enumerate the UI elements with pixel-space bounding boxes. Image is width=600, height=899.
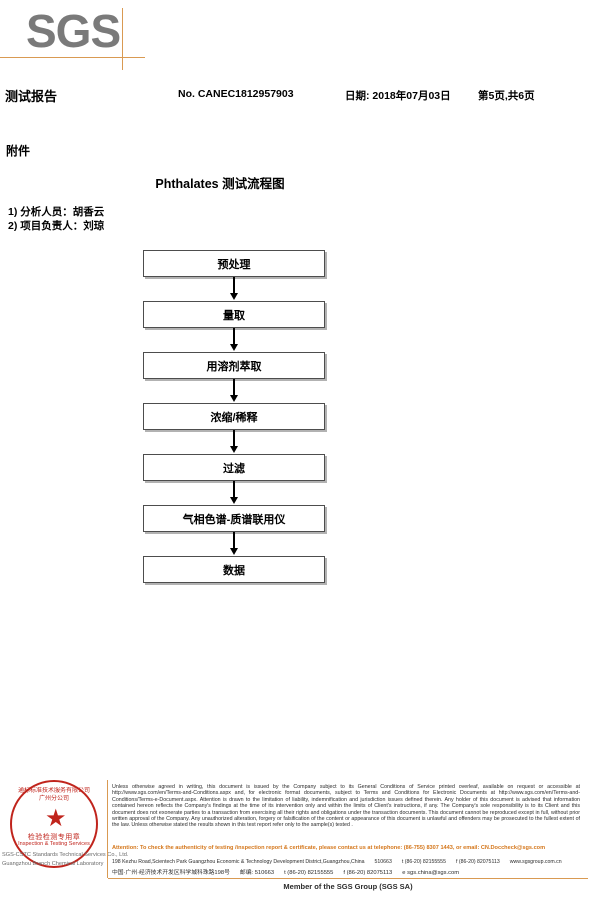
stamp-ring xyxy=(10,780,98,868)
flow-arrow-3 xyxy=(143,379,325,403)
telephone-en: t (86-20) 82155555 xyxy=(401,859,446,865)
address-en: 198 Kezhu Road,Scientech Park Guangzhou … xyxy=(112,859,365,865)
flow-step-gcms: 气相色谱-质谱联用仪 xyxy=(143,505,325,532)
email-cn: e sgs.china@sgs.com xyxy=(402,870,460,876)
address-cn: 中国·广州·经济技术开发区科学城科珠路198号 xyxy=(112,870,230,876)
address-en-row: 198 Kezhu Road,Scientech Park Guangzhou … xyxy=(112,859,582,865)
website: www.sgsgroup.com.cn xyxy=(509,859,562,865)
flowchart-title: Phthalates 测试流程图 xyxy=(155,177,285,191)
flow-arrow-4 xyxy=(143,430,325,454)
flow-arrow-1 xyxy=(143,277,325,301)
flow-arrow-2 xyxy=(143,328,325,352)
fax-en: f (86-20) 82075113 xyxy=(455,859,500,865)
personnel-list: 1) 分析人员：胡香云 2) 项目负责人：刘琼 xyxy=(8,205,104,233)
company-name-line2: Guangzhou Branch Chemical Laboratory xyxy=(2,861,104,867)
inspection-stamp: 通标标准技术服务有限公司广州分公司 ★ 检验检测专用章 Inspection &… xyxy=(10,780,102,872)
personnel-analyst: 1) 分析人员：胡香云 xyxy=(8,206,105,218)
stamp-arc-text: 通标标准技术服务有限公司广州分公司 xyxy=(17,788,90,802)
report-title: 测试报告 xyxy=(5,89,58,104)
flow-arrow-6 xyxy=(143,532,325,556)
telephone-cn: t (86-20) 82155555 xyxy=(284,870,334,876)
postcode-cn: 邮编: 510663 xyxy=(239,870,275,876)
flow-step-data: 数据 xyxy=(143,556,325,583)
legal-disclaimer: Unless otherwise agreed in writing, this… xyxy=(112,784,580,829)
star-icon: ★ xyxy=(45,805,67,832)
flow-step-filtration: 过滤 xyxy=(143,454,325,481)
logo-crosshair-horizontal xyxy=(0,57,145,58)
stamp-cn-label: 检验检测专用章 xyxy=(27,834,81,841)
company-name-line1: SGS-CSTC Standards Technical Services Co… xyxy=(2,852,129,858)
page-number: 第5页,共6页 xyxy=(478,90,535,102)
footer-side-rule xyxy=(107,780,108,878)
sgs-logo: SGS xyxy=(26,5,136,60)
report-header-row: 测试报告 No. CANEC1812957903 日期: 2018年07月03日… xyxy=(0,86,600,104)
stamp-en-label: Inspection & Testing Services xyxy=(18,841,90,847)
flow-step-weighing: 量取 xyxy=(143,301,325,328)
report-date: 日期: 2018年07月03日 xyxy=(345,90,451,102)
flowchart: 预处理 量取 用溶剂萃取 浓缩/稀释 过滤 气相色谱-质谱联用仪 数据 xyxy=(143,250,327,583)
flow-step-solvent-extraction: 用溶剂萃取 xyxy=(143,352,325,379)
logo-crosshair-vertical xyxy=(122,8,123,70)
sgs-logo-text: SGS xyxy=(26,5,121,57)
postcode-en: 510663 xyxy=(374,859,392,865)
flow-step-pretreatment: 预处理 xyxy=(143,250,325,277)
fax-cn: f (86-20) 82075113 xyxy=(343,870,393,876)
personnel-manager: 2) 项目负责人：刘琼 xyxy=(8,220,105,232)
report-number: No. CANEC1812957903 xyxy=(178,88,294,100)
attachment-label: 附件 xyxy=(6,144,31,158)
footer-divider xyxy=(108,878,588,879)
attention-notice: Attention: To check the authenticity of … xyxy=(112,845,546,851)
sgs-group-member-line: Member of the SGS Group (SGS SA) xyxy=(283,882,413,891)
flow-arrow-5 xyxy=(143,481,325,505)
flow-step-concentration-dilution: 浓缩/稀释 xyxy=(143,403,325,430)
address-cn-row: 中国·广州·经济技术开发区科学城科珠路198号 邮编: 510663 t (86-2… xyxy=(112,867,582,876)
